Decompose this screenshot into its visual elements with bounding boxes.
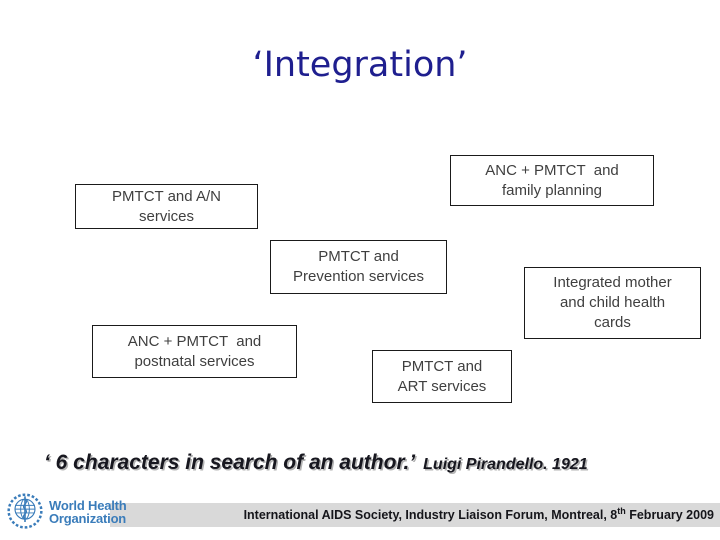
footer-ordinal-suffix: th: [617, 505, 626, 516]
footer-bar: International AIDS Society, Industry Lia…: [110, 503, 720, 527]
slide-title: ‘Integration’: [252, 45, 468, 85]
box-pmtct-an-services: PMTCT and A/N services: [75, 184, 258, 229]
footer-text: International AIDS Society, Industry Lia…: [243, 508, 618, 522]
footer-text-date: February 2009: [625, 508, 714, 522]
box-pmtct-art: PMTCT and ART services: [372, 350, 512, 403]
box-anc-family-planning: ANC + PMTCT and family planning: [450, 155, 654, 206]
quote-attribution: Luigi Pirandello. 1921: [423, 456, 588, 473]
box-pmtct-prevention: PMTCT and Prevention services: [270, 240, 447, 294]
who-org-name: World Health Organization: [49, 497, 127, 526]
quote-text: ‘ 6 characters in search of an author.’: [44, 451, 416, 474]
who-emblem-icon: [7, 493, 43, 529]
box-integrated-cards: Integrated mother and child health cards: [524, 267, 701, 339]
box-anc-postnatal: ANC + PMTCT and postnatal services: [92, 325, 297, 378]
who-logo: World Health Organization: [6, 493, 127, 531]
quote-line: ‘ 6 characters in search of an author.’ L…: [44, 451, 588, 475]
